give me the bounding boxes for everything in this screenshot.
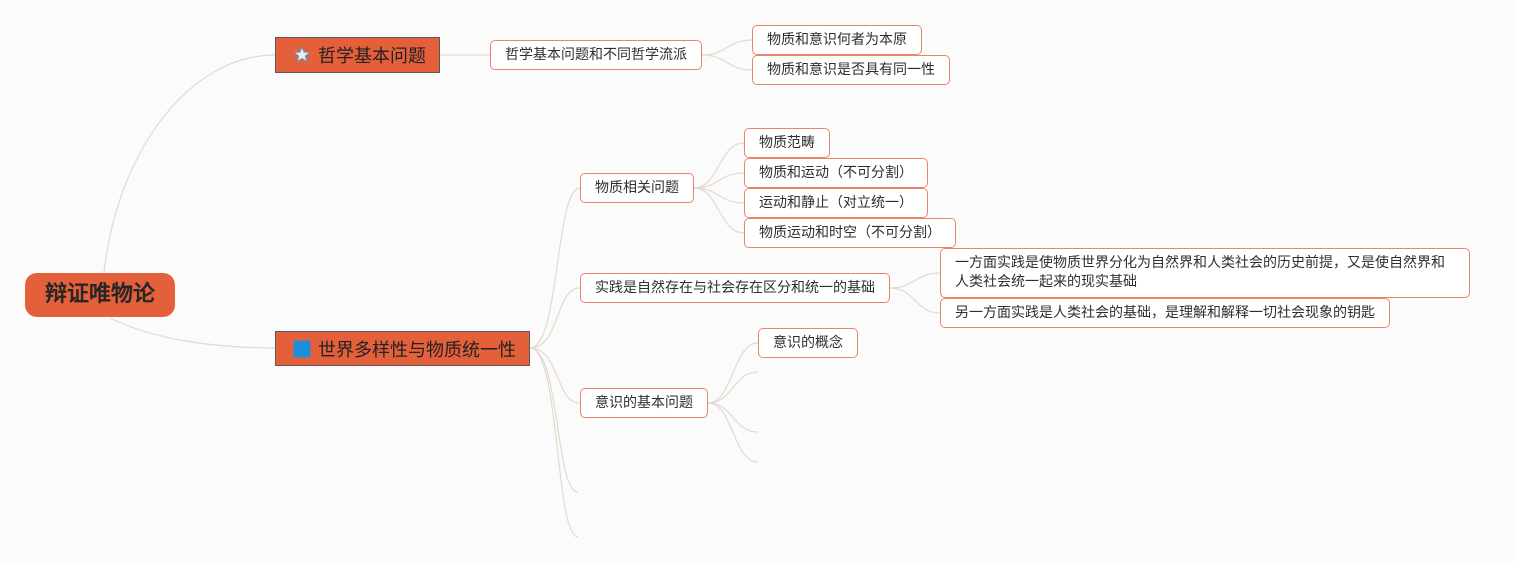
topic-label: 世界多样性与物质统一性: [318, 339, 516, 361]
topic-label: 另一方面实践是人类社会的基础，是理解和解释一切社会现象的钥匙: [955, 305, 1375, 321]
subtopic-matter-related-issues[interactable]: 物质相关问题: [580, 173, 694, 203]
blue-square-icon: [293, 340, 311, 358]
subtopic-identity-of-matter-and-consciousness[interactable]: 物质和意识是否具有同一性: [752, 55, 950, 85]
topic-label: 运动和静止（对立统一）: [759, 195, 913, 211]
subtopic-matter-and-motion[interactable]: 物质和运动（不可分割）: [744, 158, 928, 188]
connector: [529, 287, 581, 349]
subtopic-motion-and-rest[interactable]: 运动和静止（对立统一）: [744, 188, 928, 218]
subtopic-basic-issues-of-consciousness[interactable]: 意识的基本问题: [580, 388, 708, 418]
topic-label: 意识的概念: [773, 335, 843, 351]
connector: [701, 54, 753, 71]
subtopic-category-of-matter[interactable]: 物质范畴: [744, 128, 830, 158]
subtopic-practice-key-to-society[interactable]: 另一方面实践是人类社会的基础，是理解和解释一切社会现象的钥匙: [940, 298, 1390, 328]
main-topic-basic-question-of-philosophy[interactable]: 哲学基本问题: [275, 37, 440, 73]
connector: [693, 187, 745, 234]
connector: [529, 347, 579, 538]
connector: [701, 39, 753, 56]
connector: [693, 172, 745, 189]
topic-label: 哲学基本问题和不同哲学流派: [505, 47, 687, 63]
connector: [529, 187, 581, 349]
connector: [693, 187, 745, 204]
topic-label: 物质相关问题: [595, 180, 679, 196]
connector: [707, 342, 759, 404]
topic-label: 物质和意识何者为本原: [767, 32, 907, 48]
star-icon: [293, 46, 311, 64]
connector: [707, 402, 759, 463]
topic-label: 物质和运动（不可分割）: [759, 165, 913, 181]
connector: [707, 371, 759, 404]
connector: [529, 347, 579, 493]
connector: [109, 317, 276, 349]
topic-label: 辩证唯物论: [44, 282, 155, 307]
subtopic-matter-motion-and-spacetime[interactable]: 物质运动和时空（不可分割）: [744, 218, 956, 248]
topic-label: 一方面实践是使物质世界分化为自然界和人类社会的历史前提，又是使自然界和人类社会统…: [955, 255, 1445, 290]
topic-label: 实践是自然存在与社会存在区分和统一的基础: [595, 280, 875, 296]
subtopic-practice-basis[interactable]: 实践是自然存在与社会存在区分和统一的基础: [580, 273, 890, 303]
main-topic-world-diversity-material-unity[interactable]: 世界多样性与物质统一性: [275, 331, 530, 366]
topic-label: 物质和意识是否具有同一性: [767, 62, 935, 78]
topic-label: 物质运动和时空（不可分割）: [759, 225, 941, 241]
subtopic-philosophy-schools[interactable]: 哲学基本问题和不同哲学流派: [490, 40, 702, 70]
connector: [889, 272, 941, 289]
connector: [103, 54, 276, 273]
central-topic[interactable]: 辩证唯物论: [25, 273, 175, 317]
topic-label: 物质范畴: [759, 135, 815, 151]
topic-label: 意识的基本问题: [595, 395, 693, 411]
subtopic-concept-of-consciousness[interactable]: 意识的概念: [758, 328, 858, 358]
connector: [529, 347, 581, 404]
connector: [693, 142, 745, 189]
topic-label: 哲学基本问题: [318, 46, 426, 67]
subtopic-primacy-of-matter-or-consciousness[interactable]: 物质和意识何者为本原: [752, 25, 922, 55]
connector: [889, 287, 941, 314]
connector: [707, 402, 759, 433]
subtopic-practice-historical-premise[interactable]: 一方面实践是使物质世界分化为自然界和人类社会的历史前提，又是使自然界和人类社会统…: [940, 248, 1470, 298]
